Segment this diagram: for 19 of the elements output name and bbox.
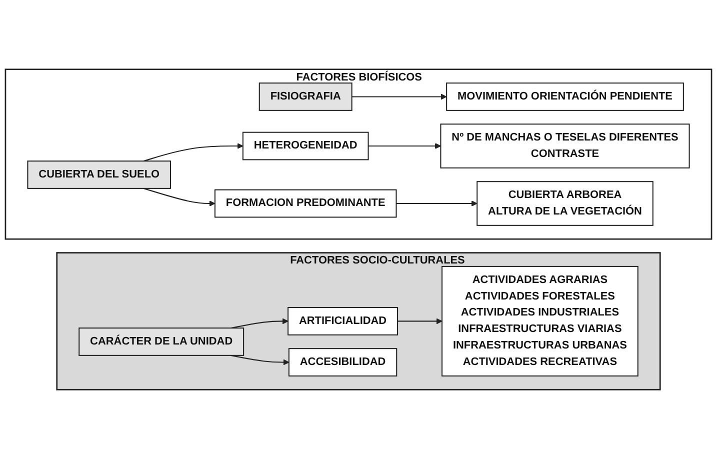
arrow: [398, 318, 442, 324]
node-box: CARÁCTER DE LA UNIDAD: [78, 328, 244, 356]
node-box: Nº DE MANCHAS O TESELAS DIFERENTES CONTRASTE: [440, 124, 690, 168]
arrow: [230, 354, 290, 366]
arrow: [352, 94, 447, 100]
node-box: FISIOGRAFIA: [258, 82, 352, 111]
arrow: [396, 200, 478, 206]
node-box: ACCESIBILIDAD: [288, 348, 398, 376]
arrow: [144, 143, 244, 162]
node-box: CUBIERTA ARBOREA ALTURA DE LA VEGETACIÓN: [476, 181, 654, 226]
arrow: [230, 318, 288, 329]
arrow: [368, 143, 441, 150]
node-box: FORMACION PREDOMINANTE: [214, 189, 397, 218]
node-box: ARTIFICIALIDAD: [288, 307, 398, 336]
node-box: MOVIMIENTO ORIENTACIÓN PENDIENTE: [446, 82, 684, 111]
node-box: ACTIVIDADES AGRARIAS ACTIVIDADES FORESTALES ACTIVIDADES INDUSTRIALES INFRAESTRUCTURAS VIARIAS INFRAESTRUCTURAS URBANAS ACTIVIDADES RECREATIVAS: [442, 266, 638, 376]
arrow: [144, 188, 216, 206]
node-box: CUBIERTA DEL SUELO: [27, 160, 171, 189]
node-box: HETEROGENEIDAD: [242, 132, 369, 160]
